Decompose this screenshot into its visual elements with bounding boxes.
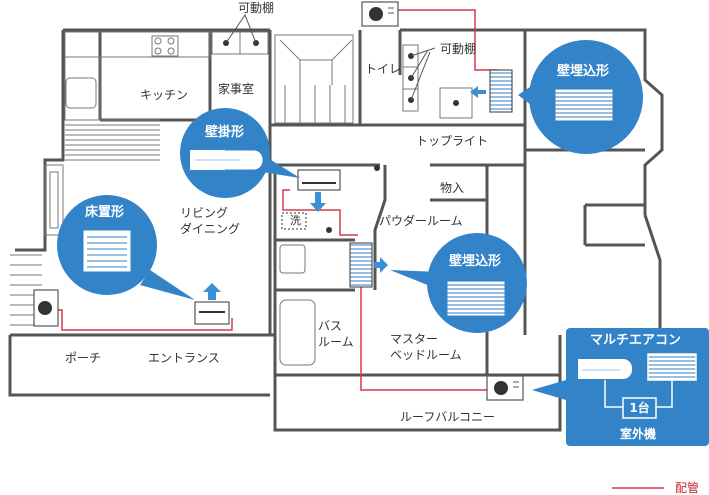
multi-ac-panel bbox=[532, 328, 709, 446]
label-roof-balcony: ルーフバルコニー bbox=[400, 410, 496, 424]
callout-built-in-lower bbox=[390, 233, 527, 333]
piping bbox=[52, 9, 498, 391]
built-in-unit-upper bbox=[470, 69, 513, 113]
label-master-2: ベッドルーム bbox=[390, 348, 462, 362]
label-movable-shelf-right: 可動棚 bbox=[440, 42, 477, 56]
wall-unit-plan bbox=[297, 169, 341, 212]
unit-label-built-in-lower: 壁埋込形 bbox=[449, 254, 502, 269]
label-entrance: エントランス bbox=[148, 351, 220, 365]
label-toplight: トップライト bbox=[416, 134, 489, 148]
outdoor-unit-top bbox=[361, 1, 399, 27]
legend-piping-label: 配管 bbox=[675, 481, 700, 495]
unit-label-built-in-upper: 壁埋込形 bbox=[557, 64, 610, 79]
label-porch: ポーチ bbox=[65, 351, 102, 365]
multi-ac-outdoor: 室外機 bbox=[619, 427, 656, 441]
callout-wall-mounted bbox=[180, 108, 300, 198]
wash-box bbox=[281, 212, 307, 230]
label-bath-2: ルーム bbox=[318, 335, 354, 349]
label-utility-room: 家事室 bbox=[218, 82, 255, 96]
label-storage: 物入 bbox=[440, 181, 465, 195]
label-dining: ダイニング bbox=[180, 222, 241, 236]
kitchen-counter bbox=[44, 31, 473, 366]
label-living: リビング bbox=[180, 206, 229, 220]
unit-label-floor-standing: 床置形 bbox=[85, 205, 125, 220]
built-in-unit-lower bbox=[349, 242, 388, 288]
label-master-1: マスター bbox=[390, 332, 439, 346]
label-wash: 洗 bbox=[290, 214, 301, 227]
label-movable-shelf-top: 可動棚 bbox=[238, 1, 275, 15]
label-toilet: トイレ bbox=[365, 62, 402, 76]
outdoor-unit-left bbox=[33, 289, 59, 327]
label-kitchen: キッチン bbox=[140, 88, 189, 102]
leader-lines bbox=[225, 13, 436, 101]
multi-ac-count: 1台 bbox=[629, 401, 650, 415]
callout-built-in-upper bbox=[518, 40, 643, 154]
floor-unit-plan bbox=[194, 283, 230, 325]
dining-table bbox=[65, 119, 160, 161]
multi-ac-title: マルチエアコン bbox=[590, 333, 682, 348]
outdoor-unit-balcony bbox=[486, 375, 524, 401]
unit-label-wall-mounted: 壁掛形 bbox=[205, 125, 245, 140]
label-bath-1: バス bbox=[318, 319, 343, 333]
staircase bbox=[274, 34, 354, 124]
callout-floor-standing bbox=[57, 195, 195, 300]
label-powder-room: パウダールーム bbox=[379, 214, 463, 228]
